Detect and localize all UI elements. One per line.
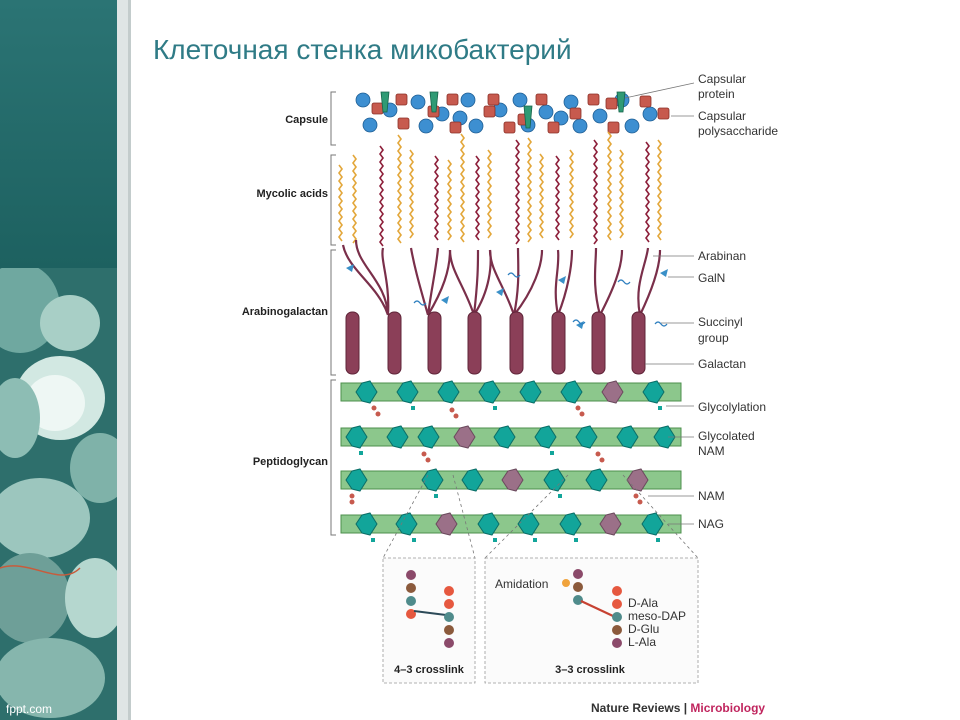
pg-row-2 [340, 425, 682, 449]
credit-separator: | [683, 701, 688, 715]
inset-3-3-crosslink: Amidation D-Ala meso-DAP D-Glu L-Ala 3–3… [484, 557, 699, 684]
sidebar-micrograph-image [0, 268, 117, 720]
legend-galactan: Galactan [698, 357, 746, 371]
arabinogalactan-layer [341, 239, 668, 375]
sidebar-edge-shadow [128, 0, 131, 720]
caption-3-3-crosslink: 3–3 crosslink [555, 664, 626, 676]
pg-row-3 [340, 468, 682, 492]
pg-row-4 [340, 512, 682, 536]
cell-wall-diagram: Capsule Mycolic acids Arabinogalactan Pe… [242, 72, 778, 684]
inset-4-3-crosslink: 4–3 crosslink [382, 557, 476, 684]
sidebar-band [0, 0, 117, 268]
residue-d-ala: D-Ala [628, 596, 658, 610]
legend-succinyl-1: Succinyl [698, 315, 743, 329]
layer-brackets [330, 91, 336, 536]
peptidoglycan-layer [340, 380, 682, 542]
capsule-layer [355, 91, 670, 134]
legend-leaders [624, 82, 695, 525]
pg-row-1 [340, 380, 682, 404]
fppt-logo-text: fppt.com [6, 702, 53, 716]
legend-capsular-polysaccharide-1: Capsular [698, 109, 746, 123]
legend-arabinan: Arabinan [698, 249, 746, 263]
legend-capsular-protein-1: Capsular [698, 72, 746, 86]
caption-4-3-crosslink: 4–3 crosslink [394, 664, 465, 676]
sidebar-edge [117, 0, 130, 720]
credit-journal: Microbiology [690, 701, 766, 715]
label-mycolic-acids: Mycolic acids [256, 188, 328, 200]
label-capsule: Capsule [285, 114, 328, 126]
credit-line: Nature Reviews | Microbiology [591, 701, 765, 715]
legend-capsular-polysaccharide-2: polysaccharide [698, 124, 778, 138]
residue-meso-dap: meso-DAP [628, 609, 686, 623]
legend-nam: NAM [698, 489, 725, 503]
slide-title: Клеточная стенка микобактерий [153, 34, 572, 65]
residue-l-ala: L-Ala [628, 635, 656, 649]
sidebar: fppt.com [0, 0, 117, 720]
credit-publisher-text: Nature Reviews [591, 701, 681, 715]
legend-galn: GalN [698, 271, 725, 285]
label-peptidoglycan: Peptidoglycan [253, 456, 328, 468]
label-arabinogalactan: Arabinogalactan [242, 306, 328, 318]
legend-glycolated-nam-2: NAM [698, 444, 725, 458]
legend-glycolylation: Glycolylation [698, 400, 766, 414]
legend-glycolated-nam-1: Glycolated [698, 429, 755, 443]
legend-nag: NAG [698, 517, 724, 531]
inset-connectors [382, 474, 699, 559]
legend-succinyl-2: group [698, 331, 729, 345]
legend-capsular-protein-2: protein [698, 87, 735, 101]
mycolic-acids-layer [338, 131, 662, 247]
residue-d-glu: D-Glu [628, 622, 659, 636]
amidation-label: Amidation [495, 577, 548, 591]
